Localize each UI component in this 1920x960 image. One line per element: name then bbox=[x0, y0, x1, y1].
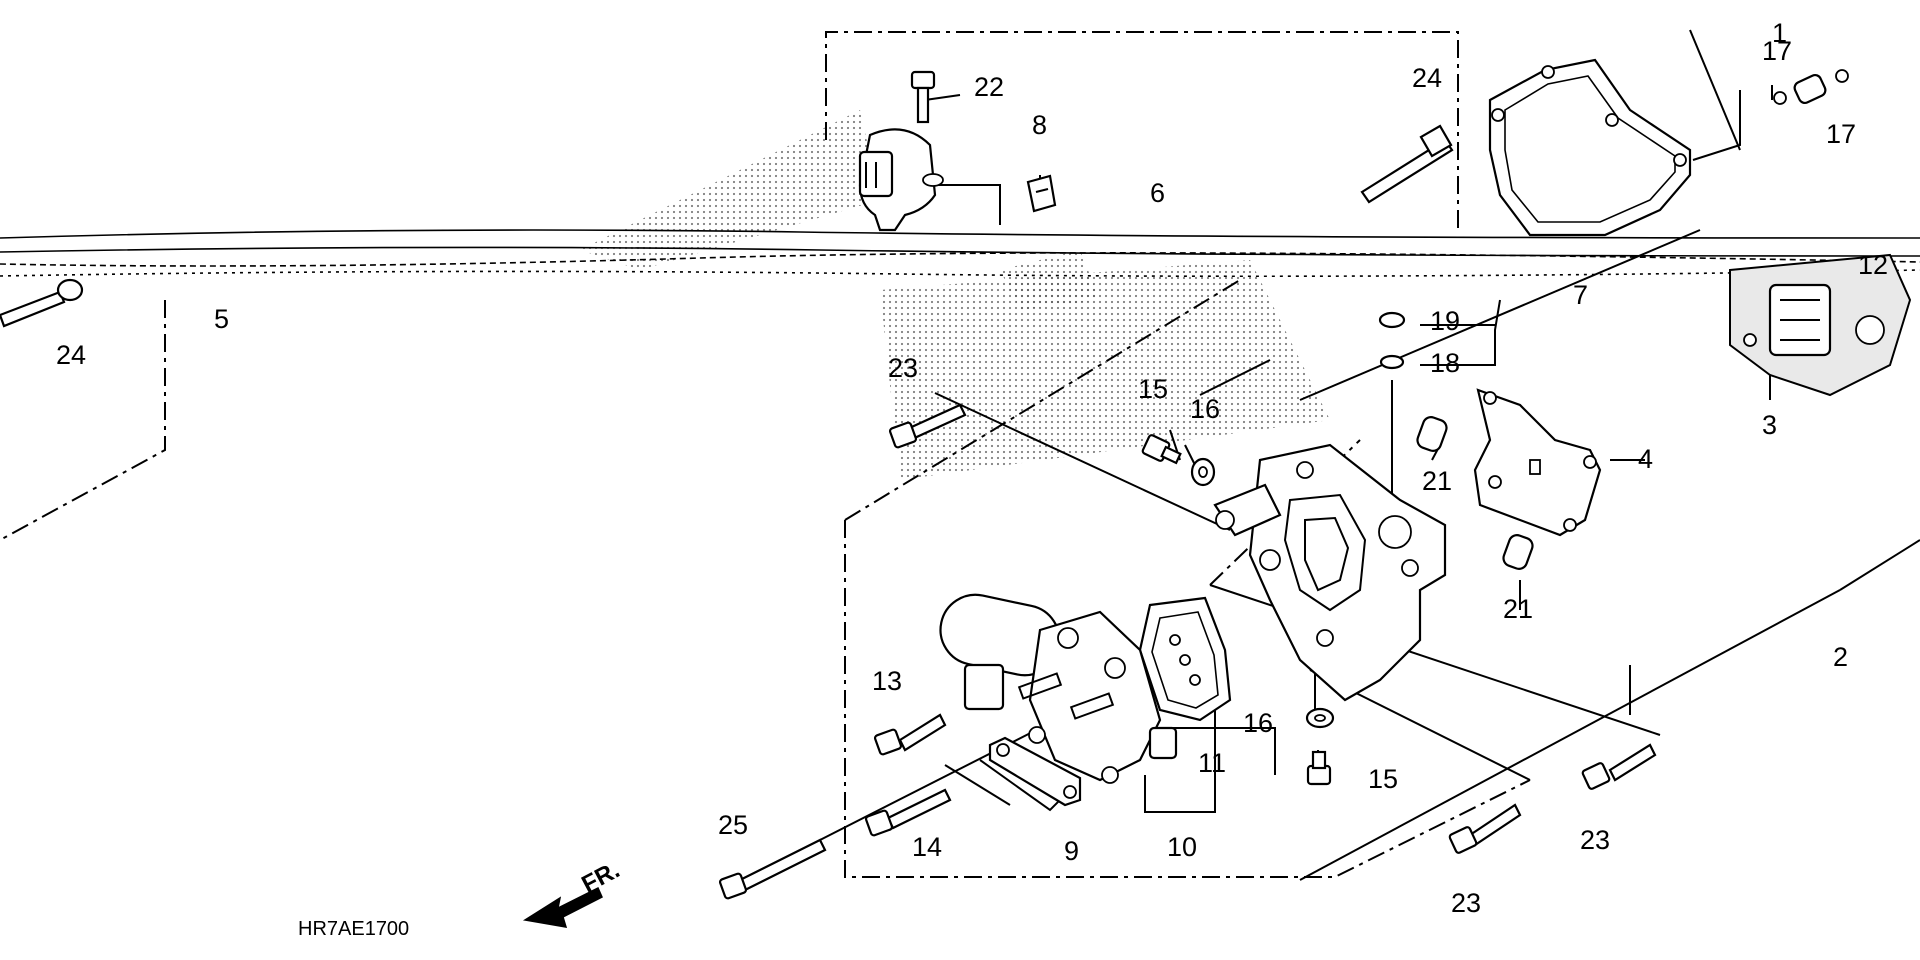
bolt-15-upper bbox=[1141, 434, 1182, 465]
bolt-22 bbox=[910, 70, 936, 124]
separator-plate-4 bbox=[1473, 388, 1602, 537]
callout-7: 7 bbox=[1573, 280, 1588, 310]
artifact-band bbox=[0, 229, 1920, 278]
bolt-23-upper-left bbox=[888, 403, 967, 449]
callout-13: 13 bbox=[872, 666, 902, 696]
callout-21-lower: 21 bbox=[1503, 594, 1533, 624]
callout-22: 22 bbox=[974, 72, 1004, 102]
linear-solenoid-10 bbox=[939, 593, 1178, 784]
bracket-9 bbox=[988, 736, 1082, 807]
housing-2 bbox=[1213, 443, 1447, 702]
gasket-7 bbox=[1488, 58, 1692, 237]
callout-5: 5 bbox=[214, 304, 229, 334]
callout-1: 1 bbox=[1772, 18, 1787, 48]
callout-11: 11 bbox=[1198, 748, 1226, 778]
plug-1 bbox=[1773, 69, 1849, 105]
bolt-23-lower-right bbox=[1581, 743, 1657, 790]
callout-3: 3 bbox=[1762, 410, 1777, 440]
callout-23-upper: 23 bbox=[888, 353, 918, 383]
callout-labels: 1 2 3 4 5 6 7 8 9 10 11 12 13 14 15 15 1… bbox=[56, 18, 1888, 918]
bolt-24-left bbox=[0, 278, 84, 328]
solenoid-6 bbox=[858, 128, 944, 232]
callout-21-upper: 21 bbox=[1422, 466, 1452, 496]
valve-body-3 bbox=[1729, 253, 1912, 397]
bolt-13 bbox=[873, 713, 947, 756]
callout-8: 8 bbox=[1032, 110, 1047, 140]
callout-23-lower-mid: 23 bbox=[1451, 888, 1481, 918]
callout-14: 14 bbox=[912, 832, 942, 862]
callout-25: 25 bbox=[718, 810, 748, 840]
callout-16-lower: 16 bbox=[1243, 708, 1273, 738]
callout-10: 10 bbox=[1167, 832, 1197, 862]
callout-24-upper: 24 bbox=[1412, 63, 1442, 93]
callout-18: 18 bbox=[1430, 348, 1460, 378]
bolt-23-lower-mid bbox=[1448, 803, 1522, 854]
callout-12: 12 bbox=[1858, 250, 1888, 280]
clip-8 bbox=[1026, 174, 1057, 213]
callout-15-lower: 15 bbox=[1368, 764, 1398, 794]
o-ring-19 bbox=[1378, 311, 1406, 329]
front-arrow-icon bbox=[522, 886, 603, 928]
washer-16-upper bbox=[1190, 457, 1216, 487]
callout-15-upper: 15 bbox=[1138, 374, 1168, 404]
callout-9: 9 bbox=[1064, 836, 1079, 866]
bolt-15-lower bbox=[1306, 750, 1332, 786]
callout-17-left: 17 bbox=[1762, 36, 1792, 66]
callout-6: 6 bbox=[1150, 178, 1165, 208]
bolt-14 bbox=[864, 788, 952, 837]
callout-4: 4 bbox=[1638, 444, 1653, 474]
dowel-21-lower bbox=[1502, 534, 1534, 570]
stipple-shading bbox=[580, 110, 1330, 480]
callout-16-upper: 16 bbox=[1190, 394, 1220, 424]
front-label: FR. bbox=[577, 856, 624, 898]
callout-23-lower-right: 23 bbox=[1580, 825, 1610, 855]
bolt-24-upper bbox=[1360, 124, 1454, 204]
o-ring-18 bbox=[1379, 354, 1405, 370]
callout-2: 2 bbox=[1833, 642, 1848, 672]
diagram-code: HR7AE1700 bbox=[298, 918, 409, 940]
callout-24-left: 24 bbox=[56, 340, 86, 370]
bolt-25 bbox=[718, 838, 827, 900]
callout-19: 19 bbox=[1430, 306, 1460, 336]
washer-16-lower bbox=[1305, 707, 1335, 729]
callout-17-right: 17 bbox=[1826, 119, 1856, 149]
dowel-21-upper bbox=[1416, 416, 1448, 452]
